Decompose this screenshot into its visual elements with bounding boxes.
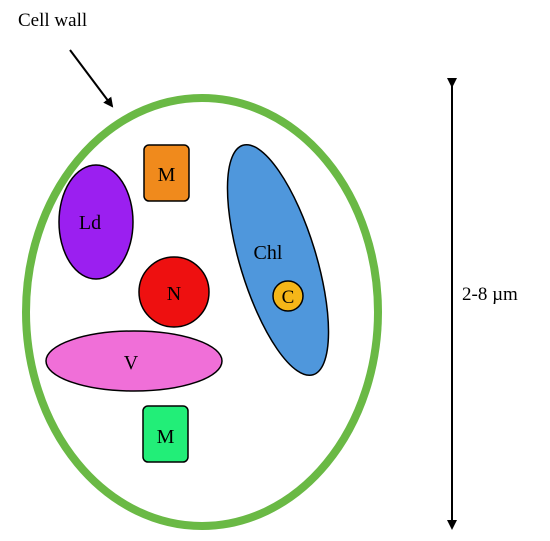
mitochondrion-top-label: M	[158, 164, 176, 186]
lipid-droplet	[58, 164, 134, 280]
c-body-label: C	[282, 287, 295, 308]
lipid-droplet-label: Ld	[79, 212, 101, 234]
vacuole-label: V	[124, 352, 139, 374]
cell-wall-pointer-arrow	[69, 49, 114, 108]
c-body	[272, 280, 304, 312]
vacuole	[45, 330, 223, 392]
scale-label: 2-8 µm	[462, 284, 518, 305]
mitochondrion-bottom-label: M	[157, 426, 175, 448]
nucleus-label: N	[167, 283, 181, 305]
chloroplast-label: Chl	[254, 242, 283, 264]
cell-wall-label: Cell wall	[18, 10, 87, 31]
mitochondrion-top	[143, 144, 190, 202]
cell-wall	[22, 94, 382, 530]
mitochondrion-bottom	[142, 405, 189, 463]
chloroplast	[226, 143, 330, 377]
nucleus	[138, 256, 210, 328]
